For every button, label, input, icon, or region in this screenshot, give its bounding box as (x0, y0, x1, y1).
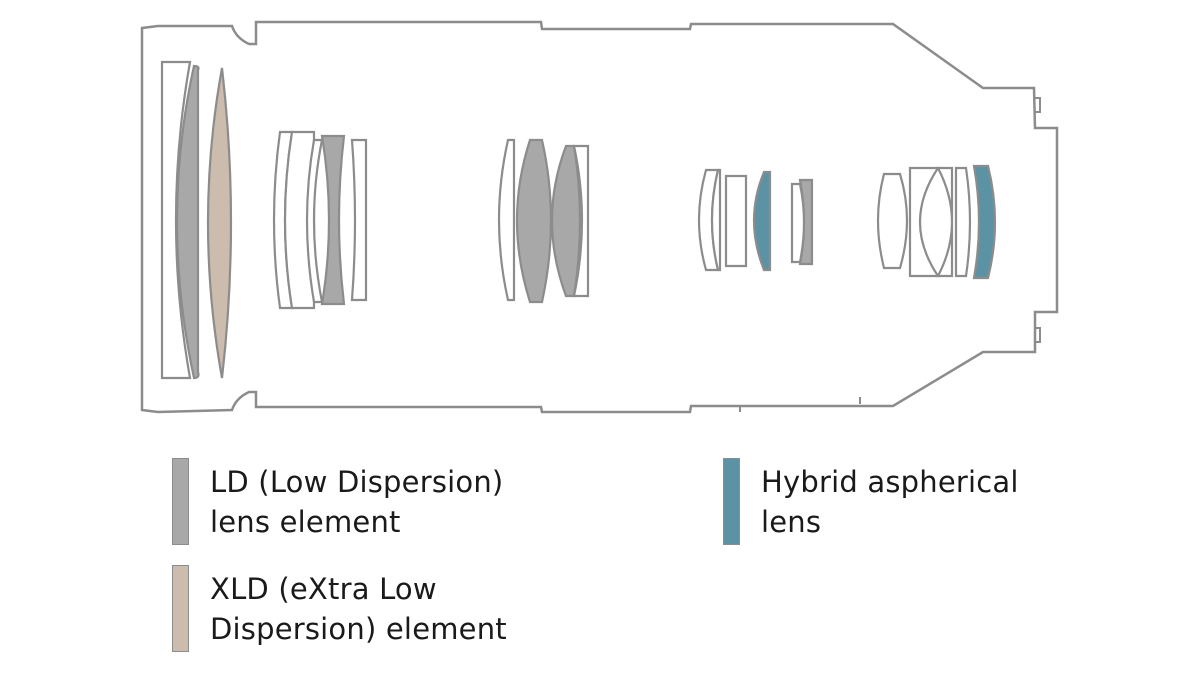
lens-element-g2-ld (320, 134, 346, 306)
legend-label-xld-line2: Dispersion) element (210, 612, 507, 646)
mount-step-bottom (1035, 327, 1041, 343)
legend-label-xld-line1: XLD (eXtra Low (210, 572, 437, 606)
lens-element-g1-ld (175, 64, 200, 380)
lens-element-g5-plain-d (954, 166, 972, 278)
lens-element-g4-hybrid (752, 170, 772, 272)
legend-item-xld: XLD (eXtra Low Dispersion) element (172, 565, 507, 652)
lens-element-g3-plain (497, 138, 516, 302)
lens-construction-diagram (140, 20, 1059, 414)
lens-element-g1-xld (206, 67, 233, 379)
lens-element-g3-ld-a (515, 138, 553, 304)
lens-element-g5-plain-b (908, 166, 941, 278)
lens-element-g4-plain-c (724, 174, 748, 268)
lens-element-g5-plain-a (876, 172, 909, 270)
barrel-outline (140, 20, 1059, 414)
legend-label-ld-line1: LD (Low Dispersion) (210, 465, 504, 499)
legend-swatch-xld (172, 565, 189, 652)
legend-item-ld: LD (Low Dispersion) lens element (172, 458, 503, 545)
legend-label-hybrid-line1: Hybrid aspherical (761, 465, 1019, 499)
lens-element-g3-ld-b (550, 144, 582, 298)
legend-item-hybrid: Hybrid aspherical lens (723, 458, 1019, 545)
mount-step-top (1035, 97, 1041, 113)
legend-label-ld-line2: lens element (210, 505, 401, 539)
legend-swatch-hybrid (723, 458, 740, 545)
lens-element-g5-plain-c (936, 166, 954, 278)
legend-label-hybrid-line2: lens (761, 505, 822, 539)
lens-element-g4-plain-d (790, 182, 806, 264)
lens-element-g3-plain-b (572, 144, 590, 298)
lens-element-g2-plain-d (350, 138, 368, 302)
legend-label-hybrid: Hybrid aspherical lens (761, 462, 1019, 542)
lens-element-g2-plain-b (283, 130, 316, 310)
legend-label-ld: LD (Low Dispersion) lens element (210, 462, 503, 542)
lens-element-g5-hybrid (972, 164, 997, 280)
barrel-notch (739, 397, 861, 412)
legend-swatch-ld (172, 458, 189, 545)
legend-label-xld: XLD (eXtra Low Dispersion) element (210, 569, 507, 649)
lens-element-g4-plain-b (710, 168, 722, 272)
